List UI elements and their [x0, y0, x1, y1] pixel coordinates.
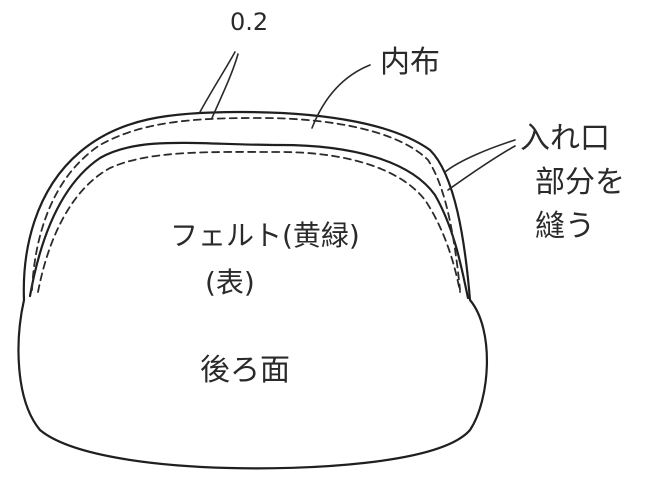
- stitch-line-inner: [37, 151, 461, 293]
- seam-allowance-label: 0.2: [230, 8, 268, 36]
- opening-leader-2: [447, 145, 516, 191]
- lining-outline: [28, 141, 470, 300]
- opening-label-line1: 入れ口: [520, 121, 610, 156]
- lining-label: 内布: [380, 45, 440, 80]
- opening-label-line3: 縫う: [535, 209, 595, 244]
- front-side-label: (表): [205, 266, 255, 299]
- stitch-line-outer: [31, 117, 461, 291]
- opening-label-line2: 部分を: [535, 165, 625, 200]
- seam-allowance-leader-2: [211, 53, 239, 119]
- purse-back-outline: [17, 110, 489, 470]
- felt-label: フェルト(黄緑): [170, 219, 360, 252]
- back-face-label: 後ろ面: [200, 353, 290, 388]
- lining-leader: [311, 64, 371, 129]
- seam-allowance-leader-1: [199, 51, 236, 113]
- opening-leader-1: [444, 139, 516, 173]
